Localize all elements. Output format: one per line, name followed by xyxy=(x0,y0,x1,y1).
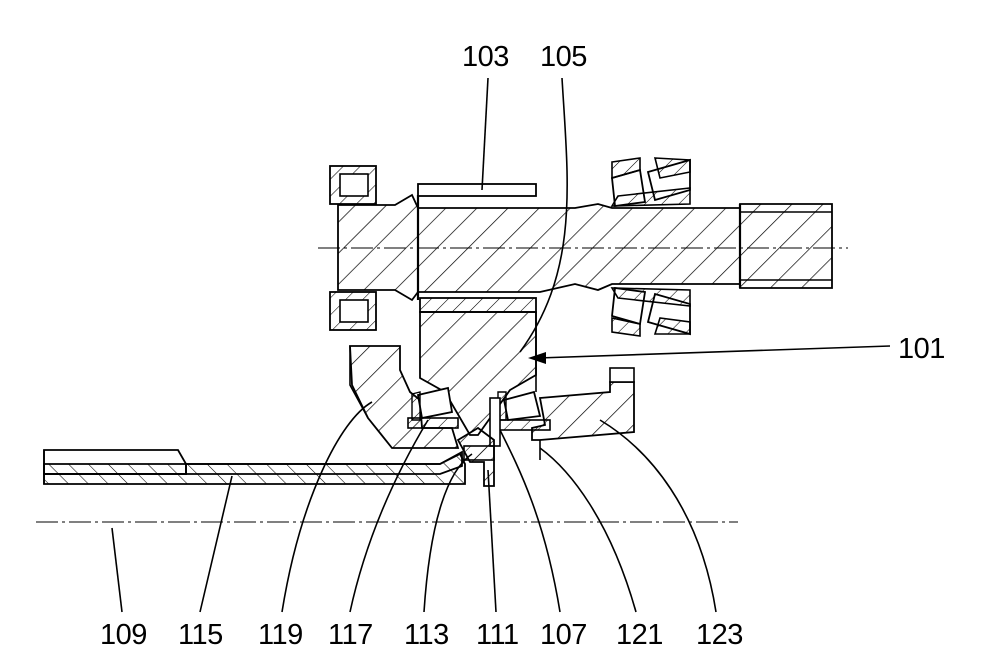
pinion-teeth-top xyxy=(418,184,536,196)
label-113: 113 xyxy=(404,619,449,651)
housing-right xyxy=(532,368,634,460)
label-119: 119 xyxy=(258,619,303,651)
label-111: 111 xyxy=(476,619,519,651)
left-bearing-top xyxy=(330,166,376,204)
label-121: 121 xyxy=(616,619,663,651)
label-101: 101 xyxy=(898,333,945,365)
label-107: 107 xyxy=(540,619,587,651)
label-115: 115 xyxy=(178,619,223,651)
label-103: 103 xyxy=(462,41,509,73)
label-117: 117 xyxy=(328,619,373,651)
label-123: 123 xyxy=(696,619,743,651)
right-bearing-bottom xyxy=(612,288,690,336)
label-109: 109 xyxy=(100,619,147,651)
left-bearing-bottom xyxy=(330,292,376,330)
label-105: 105 xyxy=(540,41,587,73)
right-bearing-top xyxy=(612,158,690,206)
